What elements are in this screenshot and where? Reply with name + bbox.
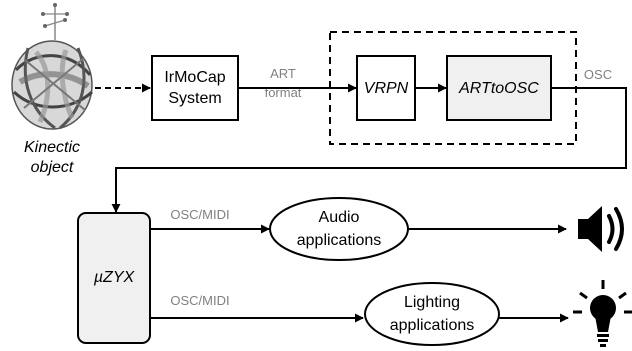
irmocap-system-box	[151, 55, 239, 121]
lighting-label-line1: Lighting	[404, 294, 460, 311]
osc-label: OSC	[584, 67, 612, 82]
lighting-label-line2: applications	[390, 317, 475, 334]
arttoosc-to-uzyx-route	[111, 87, 627, 213]
osc-midi-bottom-label: OSC/MIDI	[170, 293, 229, 308]
audio-label-line2: applications	[297, 232, 382, 249]
speaker-icon	[578, 206, 624, 252]
uzyx-box	[77, 212, 151, 344]
kinectic-object-label-line1: Kinectic	[24, 139, 80, 156]
arttoosc-label: ARTtoOSC	[458, 80, 539, 97]
audio-applications-node	[269, 197, 409, 261]
vrpn-label: VRPN	[364, 80, 409, 97]
art-format-label-line1: ART	[270, 66, 296, 81]
kinectic-object-icon	[11, 3, 94, 130]
lighting-applications-node	[364, 282, 500, 346]
audio-label-line1: Audio	[319, 209, 360, 226]
irmocap-label-line2: System	[168, 90, 221, 107]
kinectic-object-label-line2: object	[31, 159, 74, 176]
uzyx-label: µZYX	[93, 269, 136, 286]
osc-midi-top-label: OSC/MIDI	[170, 207, 229, 222]
irmocap-label-line1: IrMoCap	[164, 69, 225, 86]
arttoosc-box	[446, 55, 552, 121]
light-bulb-icon	[573, 280, 632, 347]
